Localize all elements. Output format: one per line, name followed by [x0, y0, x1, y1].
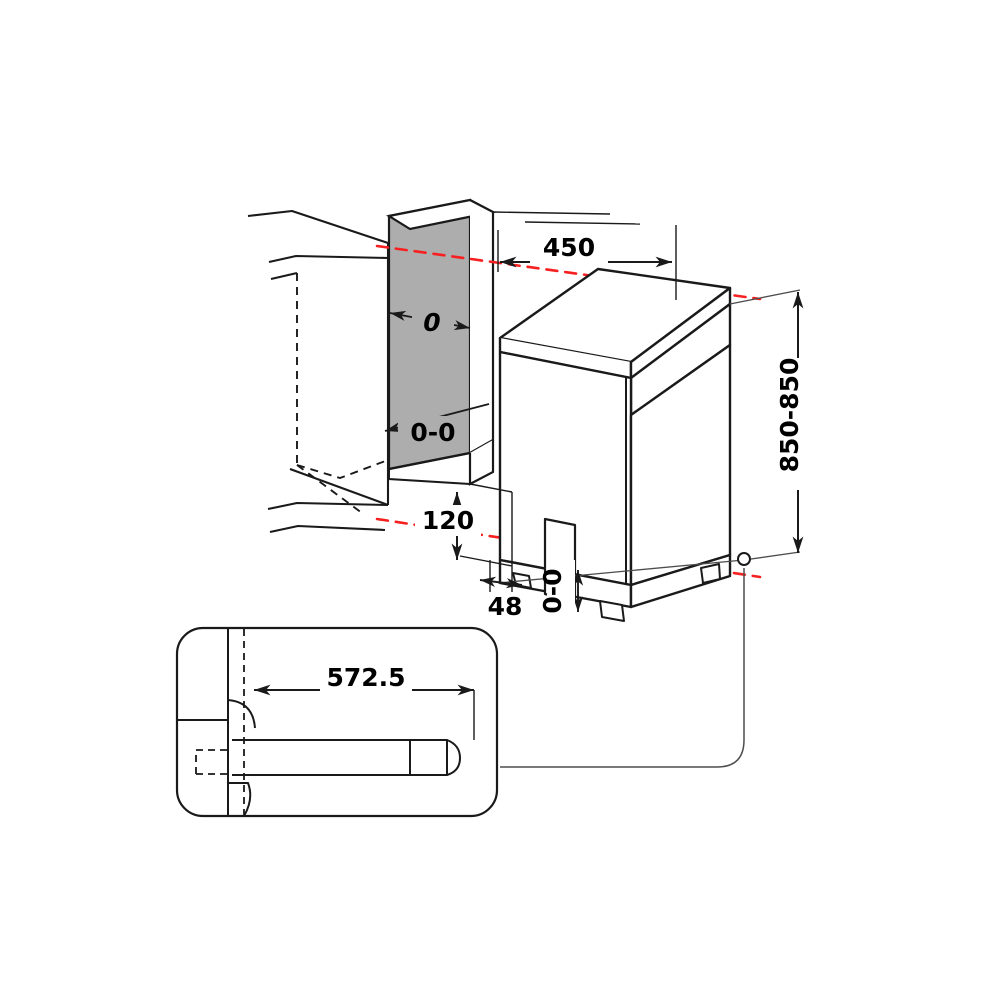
detail-lower-hinge-detail — [228, 782, 252, 817]
detail-open-door-panel — [232, 739, 448, 776]
cabinet-hidden-floor — [296, 459, 389, 480]
dimension-width-450: 450 — [492, 211, 677, 300]
label-backing-niche-width — [398, 416, 468, 448]
detail-callout-leader-line — [500, 568, 745, 768]
cabinet-worktop-front-edge — [268, 254, 389, 264]
cabinet-hidden-diagonal — [296, 464, 363, 514]
label-backing-height — [782, 358, 815, 490]
ext-line-120-top — [469, 483, 513, 493]
dimension-label-clearance: 0-0 — [538, 568, 567, 613]
niche-floor-line — [388, 469, 471, 485]
detail-door-edge-round — [446, 739, 461, 776]
floor-line-front — [497, 559, 745, 584]
detail-door-hinge-arc — [227, 699, 256, 729]
extension-line-top — [729, 289, 801, 305]
dimension-foot-48: 48 — [479, 492, 529, 622]
cabinet-plinth-front-edge — [269, 524, 386, 534]
label-backing-450 — [530, 232, 608, 263]
dimension-label-height: 850-850 — [775, 358, 804, 473]
label-backing-48 — [481, 592, 529, 622]
dimension-niche-width: 0-0 — [384, 403, 490, 448]
dimension-label-572: 572.5 — [326, 663, 405, 692]
niche-side-face — [469, 199, 495, 454]
label-backing-120 — [415, 505, 481, 536]
dimension-plinth-120: 120 — [415, 483, 513, 567]
door-opening-detail-view: 572.5 — [175, 626, 499, 818]
label-backing-clearance — [547, 560, 575, 622]
extension-line-bottom — [743, 551, 801, 561]
dimension-door-572: 572.5 — [254, 661, 475, 740]
dimension-label-niche-width: 0-0 — [410, 418, 455, 447]
foot-rear-right — [700, 563, 721, 584]
detail-hidden-notch-a — [195, 749, 228, 774]
cabinet-worktop-top-edge — [247, 209, 389, 244]
dimension-label-120: 120 — [422, 506, 474, 535]
dimension-arrow-48 — [479, 576, 523, 589]
dimension-label-48: 48 — [488, 592, 523, 621]
dimension-clearance: 0-0 — [538, 560, 584, 622]
dimension-niche-depth: 0 — [389, 305, 471, 337]
dimension-height-850: 850-850 — [775, 292, 815, 553]
dimension-label-450: 450 — [543, 233, 595, 262]
cabinet-plinth-top-edge — [267, 501, 389, 511]
kitchen-cabinet-outline — [247, 209, 390, 534]
leader-path — [500, 568, 745, 768]
foot-front-left — [599, 600, 625, 622]
cabinet-inner-floor-edge — [289, 468, 389, 506]
detail-inset-frame — [175, 626, 499, 818]
detail-callout-circle — [737, 552, 751, 566]
dishwasher-body — [498, 267, 732, 609]
label-backing-572 — [320, 661, 412, 693]
ext-line-450-left-a — [492, 211, 611, 215]
niche-bottom-edge — [388, 451, 471, 471]
ext-line-450-left-b — [524, 221, 641, 225]
label-backing-niche-depth — [412, 305, 454, 337]
niche-bottom-notch — [468, 440, 495, 486]
cabinet-worktop-lower-edge — [270, 271, 298, 281]
dimension-label-niche-depth: 0 — [423, 308, 440, 337]
ext-line-120-bottom — [459, 555, 513, 567]
floor-reference-lines — [497, 289, 801, 584]
cabinet-hidden-edges — [296, 273, 389, 514]
